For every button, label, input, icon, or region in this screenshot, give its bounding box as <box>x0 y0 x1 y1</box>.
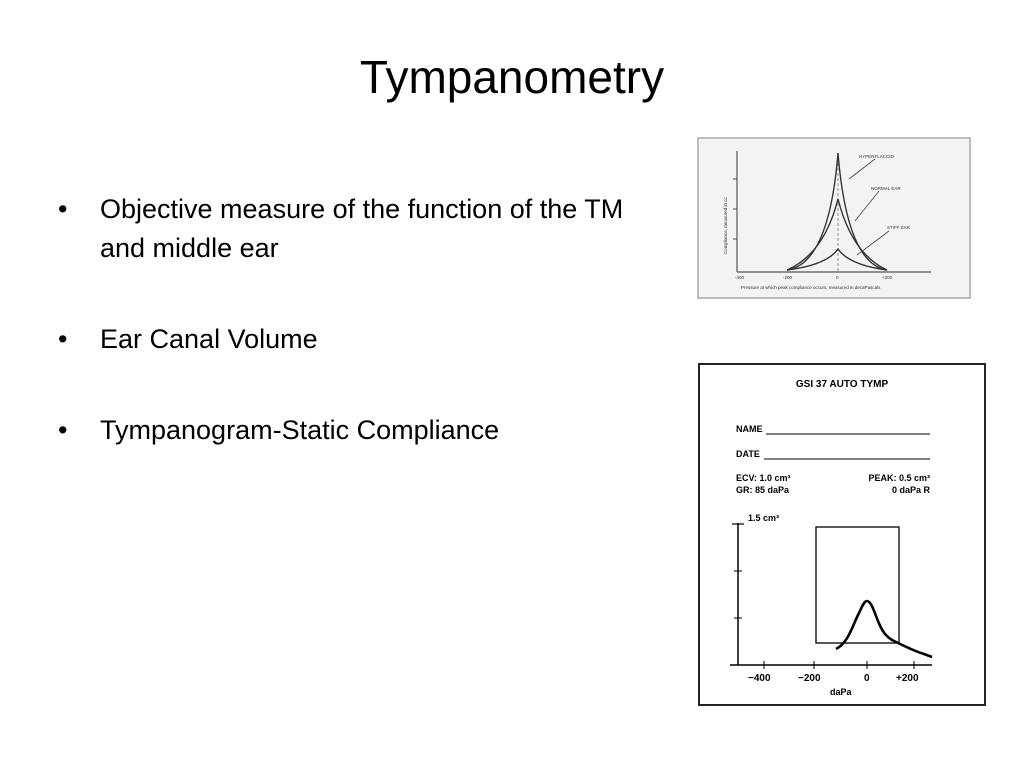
x-axis-caption: Pressure at which peak compliance occurs… <box>741 285 881 290</box>
bullet-text: Ear Canal Volume <box>100 324 318 355</box>
peak-pressure-value: 0 daPa R <box>892 485 931 495</box>
y-axis-caption: Compliance, measured in cc <box>723 196 728 254</box>
gr-value: GR: 85 daPa <box>736 485 790 495</box>
ecv-value: ECV: 1.0 cm³ <box>736 473 791 483</box>
peak-value: PEAK: 0.5 cm³ <box>868 473 930 483</box>
normal-ear-curve <box>786 198 888 271</box>
x-tick-label: -400 <box>735 275 745 280</box>
stiff-ear-curve <box>786 247 888 271</box>
x-tick-label: -200 <box>783 275 793 280</box>
bullet-item: • Tympanogram-Static Compliance <box>55 411 635 450</box>
curve-label: STIFF EAR <box>887 225 911 230</box>
x-tick-label: −200 <box>798 673 821 684</box>
bullet-dot: • <box>58 415 68 446</box>
bullet-dot: • <box>58 324 68 355</box>
gsi-printout-diagram: GSI 37 AUTO TYMP NAME DATE ECV: 1.0 cm³ … <box>730 379 933 697</box>
hyperflaccid-curve <box>786 152 888 271</box>
tympanogram-types-diagram: HYPERFLACCID NORMAL EAR STIFF EAR Compli… <box>723 151 931 290</box>
x-unit-label: daPa <box>830 687 853 697</box>
gradient-box <box>815 526 900 644</box>
y-top-label: 1.5 cm³ <box>748 513 779 523</box>
curve-label: HYPERFLACCID <box>859 154 895 159</box>
bullet-item: • Objective measure of the function of t… <box>55 190 635 268</box>
bullet-text: Tympanogram-Static Compliance <box>100 415 500 446</box>
slide-title: Tympanometry <box>359 51 665 103</box>
x-tick-label: 0 <box>864 673 870 684</box>
name-label: NAME <box>736 424 763 434</box>
gsi-printout-figure: GSI 37 AUTO TYMP NAME DATE ECV: 1.0 cm³ … <box>698 363 986 706</box>
leader-line <box>848 158 876 180</box>
x-tick-label: +200 <box>896 673 919 684</box>
bullet-item: • Ear Canal Volume <box>55 320 635 359</box>
x-tick-label: 0 <box>836 275 839 280</box>
tympanogram-types-figure: HYPERFLACCID NORMAL EAR STIFF EAR Compli… <box>697 137 971 299</box>
x-tick-label: +200 <box>882 275 893 280</box>
leader-line <box>854 190 880 222</box>
bullet-list: • Objective measure of the function of t… <box>55 190 635 503</box>
bullet-text: Objective measure of the function of the… <box>100 194 624 264</box>
printout-header: GSI 37 AUTO TYMP <box>796 379 889 390</box>
date-label: DATE <box>736 449 760 459</box>
x-tick-label: −400 <box>748 673 771 684</box>
leader-line <box>856 230 890 256</box>
tympanogram-trace <box>835 599 933 659</box>
bullet-dot: • <box>58 194 68 224</box>
curve-label: NORMAL EAR <box>871 186 901 191</box>
